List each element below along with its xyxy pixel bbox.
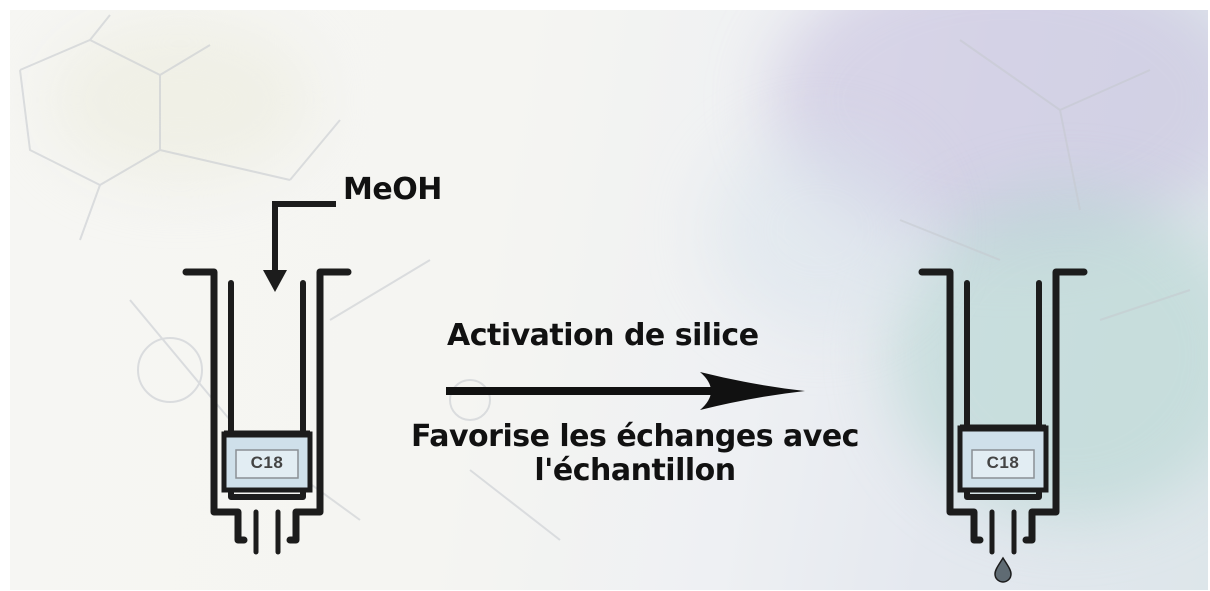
drop-icon: [994, 556, 1012, 583]
background-wash: [890, 190, 1208, 520]
background-wash: [50, 20, 310, 180]
step-title: Activation de silice: [447, 318, 759, 353]
packing-label-box: [235, 449, 299, 479]
reagent-arrow-head: [263, 270, 287, 292]
packing-label-after: C18: [986, 453, 1020, 472]
background-wash: [710, 130, 930, 330]
cartridge-after-body: [918, 268, 1088, 555]
reagent-label: MeOH: [343, 172, 442, 207]
step-effect: Favorise les échanges avec l'échantillon: [411, 419, 859, 488]
packing-label-before: C18: [250, 453, 284, 472]
process-arrow-head: [700, 372, 805, 410]
reagent-arrow: [272, 201, 336, 272]
packing-label-box: [971, 449, 1035, 479]
cartridge-before-body: [182, 268, 352, 555]
diagram-background: [10, 10, 1208, 590]
